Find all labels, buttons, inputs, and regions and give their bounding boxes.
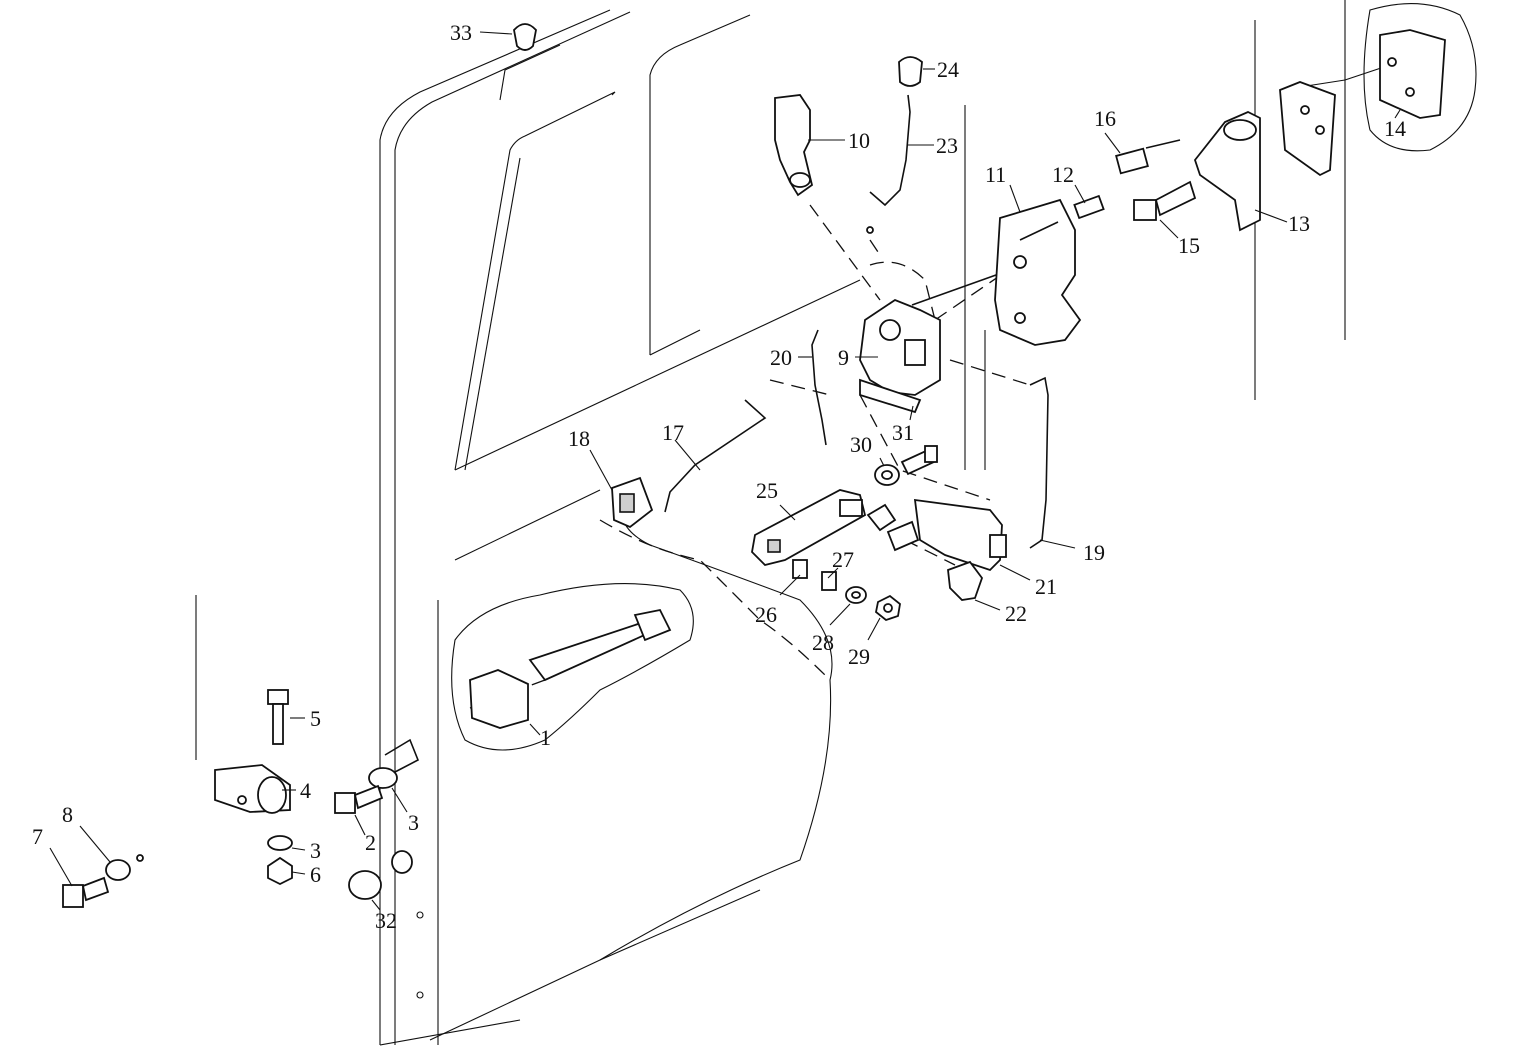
callout-1: 1 [540, 725, 551, 750]
callout-2: 2 [365, 830, 376, 855]
part-6-nut [267, 856, 293, 886]
part-3-washer-lower [267, 835, 293, 851]
part-11-striker [994, 198, 1082, 346]
part-30-washer [874, 464, 900, 486]
callout-23: 23 [936, 133, 958, 158]
callout-26: 26 [755, 602, 777, 627]
part-33-cap [513, 23, 537, 51]
part-3-washer-upper [368, 738, 420, 789]
part-12-bolt [1073, 194, 1105, 220]
callout-7: 7 [32, 824, 43, 849]
part-19-rod [1029, 376, 1049, 549]
part-1-outer-handle [451, 583, 694, 751]
part-29-nut [875, 594, 901, 622]
callout-31: 31 [892, 420, 914, 445]
callout-4: 4 [300, 778, 311, 803]
part-22-lever [947, 560, 984, 601]
part-8-washer [105, 854, 144, 881]
part-14-inset [1363, 3, 1477, 152]
callout-3-lower: 3 [310, 838, 321, 863]
part-2-bolt [334, 784, 384, 814]
part-31-bolt [900, 445, 938, 476]
part-13-hinge [1193, 111, 1261, 232]
callout-14: 14 [1384, 116, 1406, 141]
part-17-rod [664, 399, 767, 513]
part-18-inner-handle [611, 476, 654, 529]
callout-15: 15 [1178, 233, 1200, 258]
callout-24: 24 [937, 57, 959, 82]
callout-18: 18 [568, 426, 590, 451]
callout-9: 9 [838, 345, 849, 370]
part-25-handle-base [751, 489, 867, 566]
callout-20: 20 [770, 345, 792, 370]
callout-8: 8 [62, 802, 73, 827]
callout-17: 17 [662, 420, 684, 445]
callout-16: 16 [1094, 106, 1116, 131]
part-20-rod [811, 329, 827, 446]
callout-3-upper: 3 [408, 810, 419, 835]
callout-12: 12 [1052, 162, 1074, 187]
part-21-plate [913, 498, 1007, 572]
part-26-clip [792, 559, 808, 579]
callout-labels: 33 24 10 23 11 12 16 15 13 14 9 20 18 17… [32, 20, 1406, 933]
callout-22: 22 [1005, 601, 1027, 626]
part-9-lock [859, 269, 1011, 414]
part-24-knob [898, 56, 923, 87]
callout-25: 25 [756, 478, 778, 503]
part-4-hinge [214, 764, 291, 814]
part-28-washer [845, 586, 867, 604]
callout-6: 6 [310, 862, 321, 887]
part-23-rod [866, 94, 911, 234]
part-27-clip [821, 571, 837, 591]
callout-21: 21 [1035, 574, 1057, 599]
part-10-bracket [774, 94, 814, 197]
part-7-bolt [62, 876, 110, 908]
part-16-bolt [1115, 139, 1181, 175]
part-hinge-plate [1279, 81, 1336, 177]
part-latch-clip [866, 503, 920, 552]
callout-33: 33 [450, 20, 472, 45]
callout-28: 28 [812, 630, 834, 655]
callout-32: 32 [375, 908, 397, 933]
callout-27: 27 [832, 547, 854, 572]
part-5-bolt [267, 689, 289, 745]
callout-10: 10 [848, 128, 870, 153]
part-32-plug [348, 850, 413, 900]
callout-13: 13 [1288, 211, 1310, 236]
callout-5: 5 [310, 706, 321, 731]
part-15-bolt [1133, 180, 1197, 221]
leader-lines [49, 31, 1401, 911]
callout-29: 29 [848, 644, 870, 669]
callout-30: 30 [850, 432, 872, 457]
callout-19: 19 [1083, 540, 1105, 565]
callout-11: 11 [985, 162, 1006, 187]
